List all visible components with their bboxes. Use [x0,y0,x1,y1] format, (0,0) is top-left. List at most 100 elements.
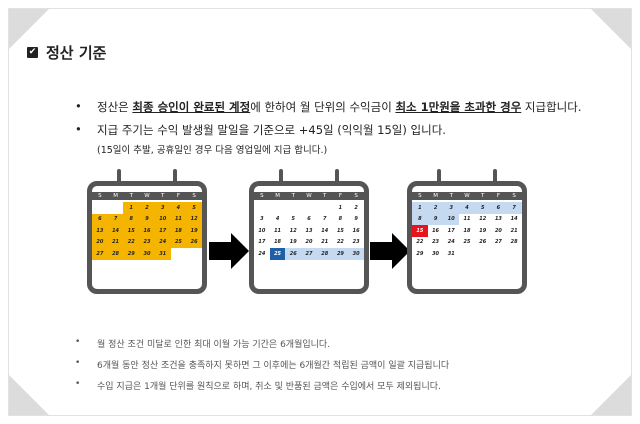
calendar-day: 29 [123,248,140,260]
calendar-day [506,248,522,260]
calendar-day: 24 [154,236,171,248]
calendar-day: 2 [139,202,155,214]
calendar-day: 19 [289,239,297,246]
weekday-label: S [192,193,196,199]
weekday-label: T [161,193,165,199]
calendar-day: 2 [354,204,358,211]
calendar-day: 22 [416,239,424,246]
bullet-payment-cycle-note: (15일이 추발, 공휴일인 경우 다음 영업일에 지급 합니다.) [97,145,328,156]
calendar-day: 4 [170,202,187,214]
weekday-label: T [481,193,485,199]
note-lump-sum: 6개월 동안 정산 조건을 충족하지 못하면 그 이후에는 6개월간 적립된 금… [71,358,449,371]
calendar-ring [173,169,177,187]
calendar-day: 18 [463,227,471,234]
calendar-day [92,202,108,214]
calendar-day: 24 [447,239,455,246]
calendar-day: 11 [274,227,282,234]
calendar-day: 28 [510,239,518,246]
calendar-day: 3 [154,202,171,214]
calendar-day: 27 [92,248,108,260]
weekday-label: S [354,193,358,199]
calendar-day: 15 [336,227,344,234]
calendar-day: 2 [427,202,444,214]
calendar-day: 7 [107,213,124,225]
weekday-label: S [512,193,516,199]
weekday-label: T [449,193,453,199]
main-bullets: 정산은 최종 승인이 완료된 계정에 한하여 월 단위의 수익금이 최소 1만원… [71,99,631,156]
weekday-label: S [98,193,102,199]
calendar-day: 30 [139,248,155,260]
calendar-day: 26 [186,236,202,248]
calendar-day: 30 [348,248,364,260]
calendar-day: 7 [506,202,522,214]
calendar-day: 29 [416,250,424,257]
calendar-day: 30 [432,250,440,257]
calendar-day [186,248,202,260]
calendar-day: 11 [463,216,471,223]
bullet-payment-cycle: 지급 주기는 수익 발생월 말일을 기준으로 +45일 (익익월 15일) 입니… [71,122,631,138]
calendar-day: 15 [123,225,140,237]
calendar-day: 25 [170,236,187,248]
calendar-day: 10 [258,227,266,234]
calendar-day: 4 [275,216,280,223]
calendar-ring [335,169,339,187]
calendar-day: 8 [123,213,140,225]
weekday-label: F [496,193,501,199]
calendar-day: 13 [494,216,502,223]
bullet1-text-a: 정산은 [97,100,133,114]
weekday-label: M [275,193,280,199]
calendar-day: 5 [291,216,296,223]
weekday-label: F [338,193,343,199]
calendar-day: 17 [154,225,171,237]
calendar-day: 21 [107,236,124,248]
bullet-settlement-condition: 정산은 최종 승인이 완료된 계정에 한하여 월 단위의 수익금이 최소 1만원… [71,99,631,115]
calendar-day: 18 [170,225,187,237]
calendar-day: 9 [139,213,155,225]
page-corner-top-right [591,9,631,49]
section-title: ✔ 정산 기준 [27,42,106,63]
calendar-ring [437,169,441,187]
calendar-day: 20 [305,239,313,246]
calendar-day: 26 [285,248,302,260]
calendar-day [254,202,270,214]
calendar-day: 23 [139,236,155,248]
calendar-day: 12 [479,216,487,223]
calendar-day: 6 [307,216,311,223]
bullet1-emphasis-account: 최종 승인이 완료된 계정 [132,100,251,114]
arrow-right-icon [370,233,410,269]
calendar-ring [117,169,121,187]
calendar-day: 21 [510,227,518,234]
calendar-day: 23 [352,239,360,246]
calendar-day [108,202,124,214]
calendar-day: 20 [494,227,502,234]
arrow-right-icon [209,233,249,269]
calendar-day: 6 [490,202,507,214]
calendar-day: 6 [92,213,108,225]
calendar-day: 4 [459,202,475,214]
calendar-day: 27 [301,248,317,260]
calendar-day: 5 [474,202,491,214]
calendar-day: 28 [316,248,333,260]
calendar-day: 5 [186,202,202,214]
calendar-day [285,202,301,214]
calendar-day: 9 [427,213,444,225]
calendar-ring [279,169,283,187]
calendar-day: 31 [447,250,455,257]
calendar-day: 22 [123,236,140,248]
section-title-text: 정산 기준 [46,44,107,62]
calendar-day: 17 [447,227,455,234]
bullet1-text-b: 에 한하여 월 단위의 수익금이 [250,100,396,114]
calendar-day: 9 [354,216,358,223]
calendar-day: 27 [494,239,502,246]
weekday-label: T [291,193,295,199]
calendar-day: 15 [412,225,428,237]
calendar-day: 13 [92,225,108,237]
calendar-day [270,202,286,214]
calendar-day: 16 [139,225,155,237]
calendar-day [171,248,187,260]
calendar-day: 16 [432,227,440,234]
